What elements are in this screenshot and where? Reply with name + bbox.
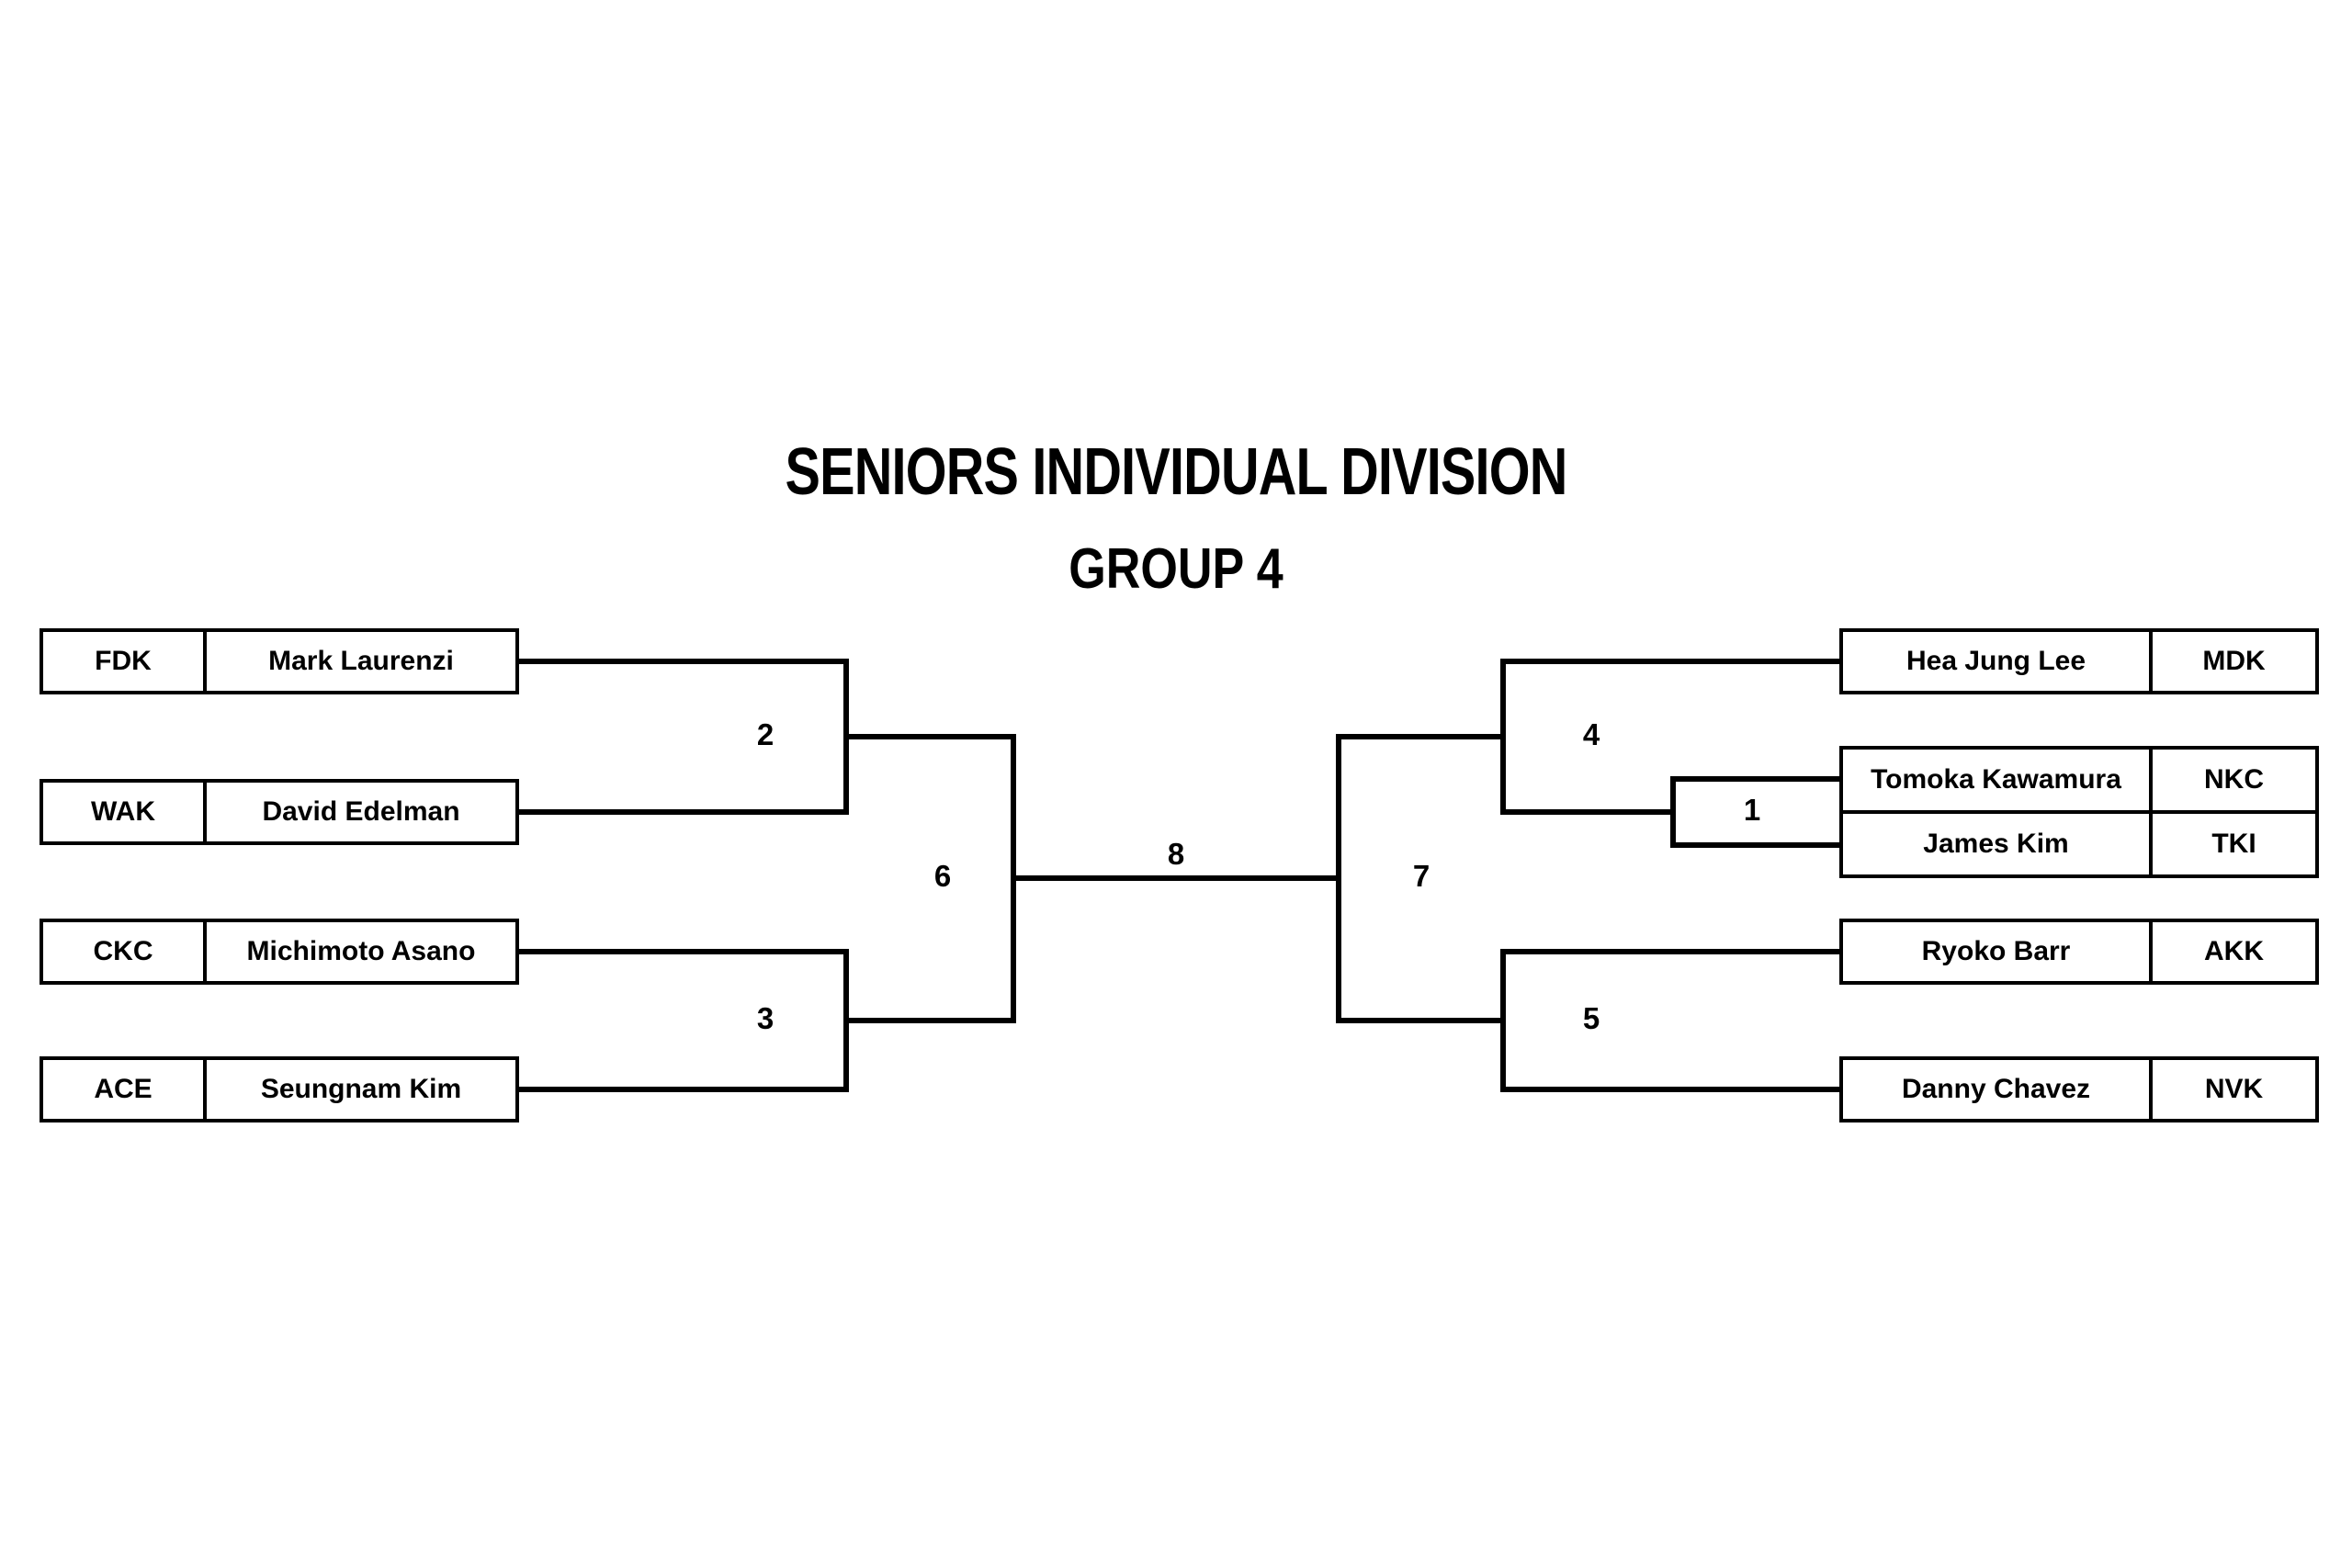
match1-vertical-line [1670,776,1676,848]
club-code: WAK [43,783,207,841]
club-code: AKK [2204,936,2264,966]
final-match-line [1011,875,1341,881]
club-code: ACE [43,1060,207,1119]
player-box-right-1: Hea Jung Lee MDK [1839,628,2319,694]
match2-winner-line [843,734,1016,739]
player-name: Seungnam Kim [260,1074,462,1104]
player-box-right-4: Ryoko Barr AKK [1839,919,2319,985]
match1-bottom-line [1670,842,1843,848]
player-name: David Edelman [262,796,460,827]
match-number-8: 8 [1167,837,1185,871]
line-left-row3 [515,949,849,954]
match-number-6: 6 [933,859,952,893]
player-box-left-1: FDK Mark Laurenzi [40,628,519,694]
club-code: NVK [2204,1074,2264,1104]
club-code: CKC [43,922,207,981]
line-left-row1 [515,659,849,664]
club-code: MDK [2202,646,2266,676]
player-name: Michimoto Asano [246,936,476,966]
match1-winner-line [1500,809,1676,815]
line-left-row2 [515,809,849,815]
line-left-row4 [515,1087,849,1092]
line-right-row1 [1500,659,1843,664]
line-right-row4 [1500,949,1843,954]
player-name: Hea Jung Lee [1843,632,2153,691]
match-number-3: 3 [756,1001,775,1035]
match3-winner-line [843,1018,1016,1023]
page-title: SENIORS INDIVIDUAL DIVISION [785,435,1567,509]
player-name: Tomoka Kawamura [1843,750,2153,810]
club-code: FDK [43,632,207,691]
club-code: NKC [2204,764,2264,795]
match5-vertical-line [1500,949,1506,1092]
match4-winner-line [1336,734,1506,739]
match-number-2: 2 [756,717,775,751]
match7-vertical-line [1336,734,1341,1023]
match1-top-line [1670,776,1843,782]
player-box-right-5: Danny Chavez NVK [1839,1056,2319,1122]
player-box-right-3: James Kim TKI [1843,814,2315,874]
player-name: Mark Laurenzi [268,646,454,676]
match5-winner-line [1336,1018,1506,1023]
match-number-4: 4 [1582,717,1600,751]
group-subtitle: GROUP 4 [1069,537,1283,601]
player-name: Ryoko Barr [1843,922,2153,981]
match-number-7: 7 [1412,859,1430,893]
line-right-row5 [1500,1087,1843,1092]
club-code: TKI [2211,829,2256,859]
player-name: Danny Chavez [1843,1060,2153,1119]
player-box-left-2: WAK David Edelman [40,779,519,845]
player-box-right-pair: Tomoka Kawamura NKC James Kim TKI [1839,746,2319,878]
match4-vertical-line [1500,659,1506,815]
match-number-1: 1 [1743,793,1761,827]
player-box-left-3: CKC Michimoto Asano [40,919,519,985]
player-box-right-2: Tomoka Kawamura NKC [1843,750,2315,814]
player-box-left-4: ACE Seungnam Kim [40,1056,519,1122]
player-name: James Kim [1843,814,2153,874]
match-number-5: 5 [1582,1001,1600,1035]
